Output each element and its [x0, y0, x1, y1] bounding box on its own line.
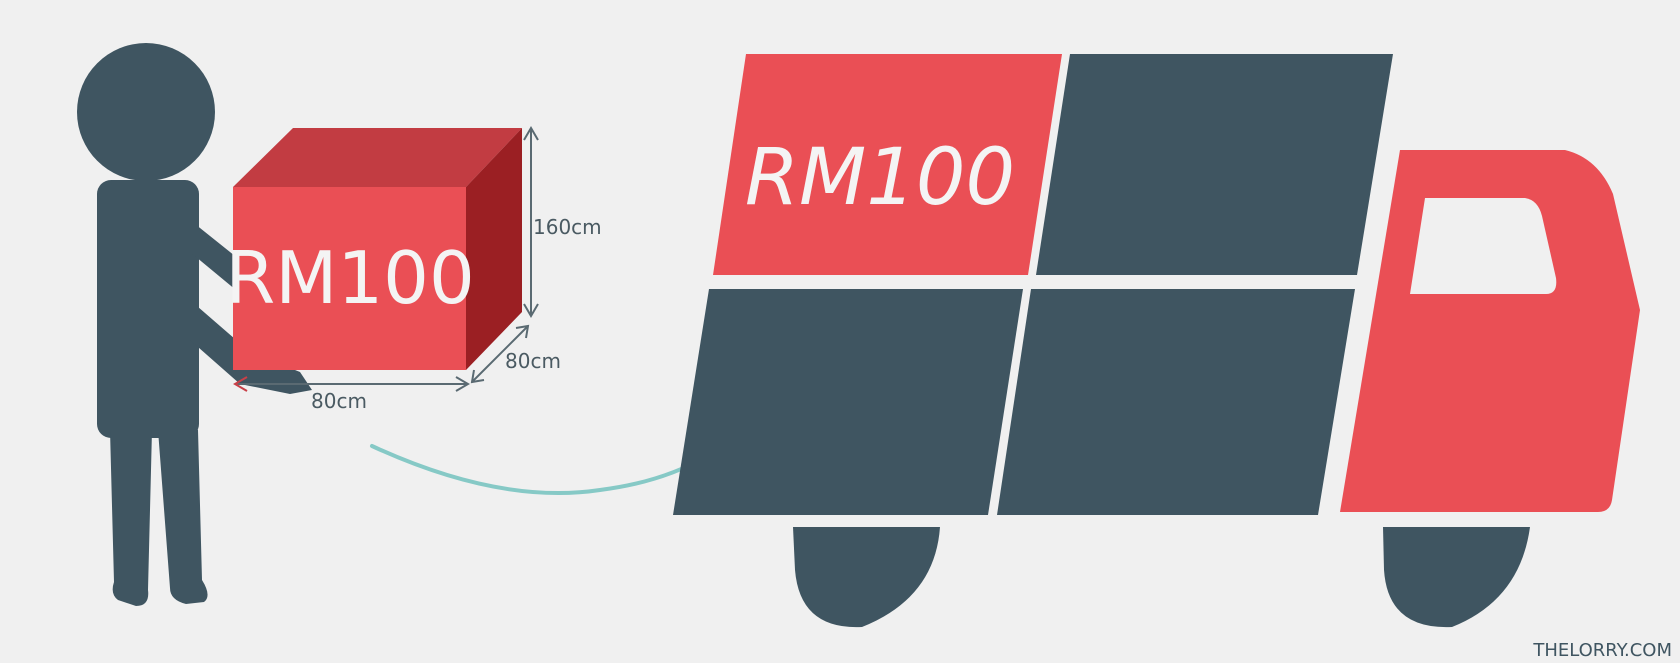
cargo-panel-top-right — [1036, 54, 1393, 275]
cargo-panel-bottom-right — [997, 289, 1355, 515]
watermark: THELORRY.COM — [1532, 640, 1672, 661]
cargo-panel-bottom-left — [673, 289, 1023, 515]
person-leg-right — [158, 430, 208, 604]
lorry: RM100 — [673, 54, 1640, 628]
person-torso — [97, 180, 199, 438]
lorry-wheel-front — [1383, 527, 1530, 628]
lorry-price-label: RM100 — [745, 133, 1015, 223]
person-head — [77, 43, 215, 181]
lorry-cab — [1340, 150, 1640, 512]
cargo-panel-top-left — [713, 54, 1062, 275]
person-arm-lower — [190, 300, 312, 394]
height-arrow-top — [523, 126, 539, 141]
person-figure — [77, 43, 312, 606]
depth-arrow-bottom — [470, 369, 485, 384]
box-side-face — [466, 128, 522, 370]
box-price-label: RM100 — [225, 236, 475, 320]
height-label: 160cm — [533, 215, 602, 239]
width-arrow-left — [233, 376, 248, 392]
depth-dimension-line — [471, 325, 529, 383]
box-3d: RM100 — [225, 128, 522, 370]
depth-label: 80cm — [505, 349, 561, 373]
lorry-cab-window — [1410, 198, 1557, 294]
box-top-face — [233, 128, 522, 187]
box-dimensions — [233, 126, 539, 392]
person-leg-left — [110, 430, 152, 606]
width-arrow-right — [455, 376, 470, 392]
width-label: 80cm — [311, 389, 367, 413]
depth-arrow-top — [515, 324, 530, 339]
height-arrow-bottom — [523, 303, 539, 318]
lorry-wheel-rear — [793, 527, 940, 628]
box-front-face — [233, 187, 466, 370]
